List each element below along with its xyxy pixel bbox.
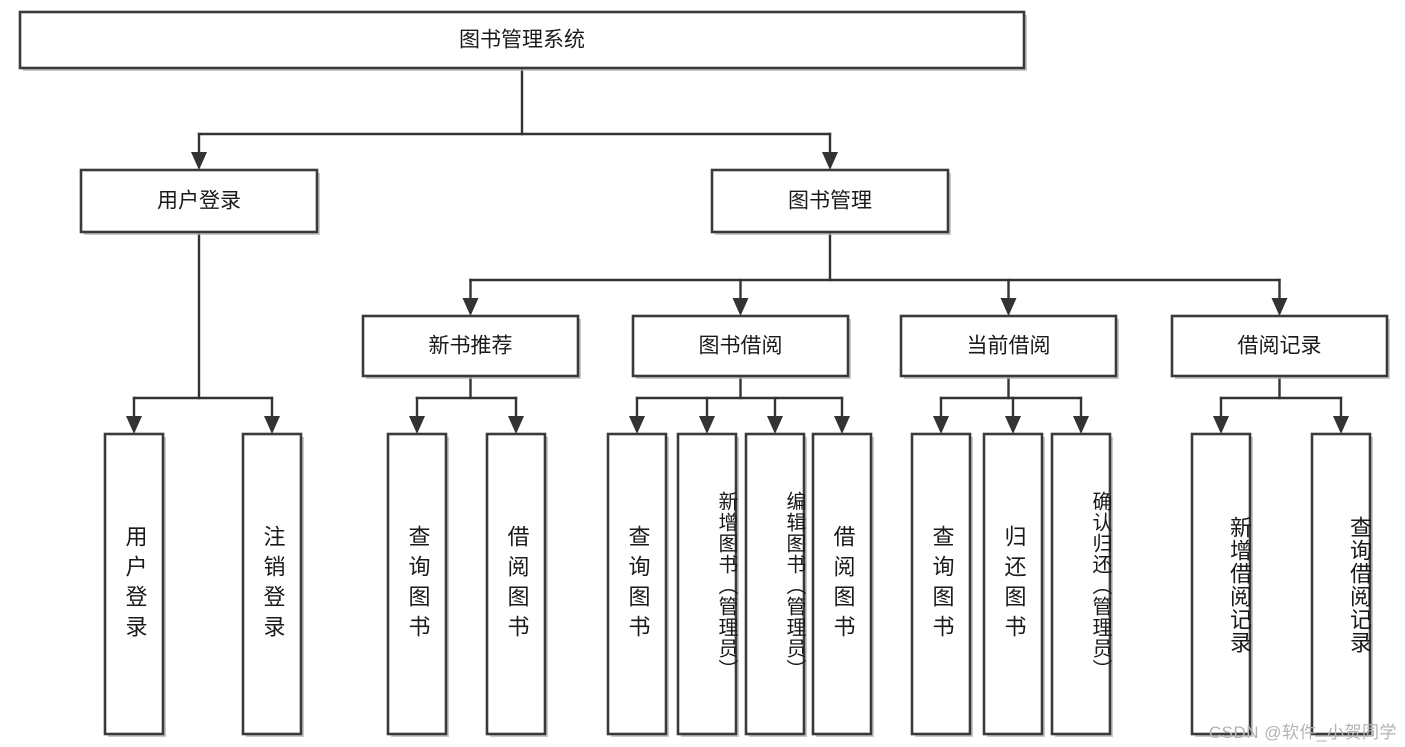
watermark-credit: CSDN @软件_小贺同学 — [1208, 723, 1397, 742]
node-box-borrow[interactable] — [631, 314, 850, 378]
arrow-head-icon — [629, 416, 645, 434]
arrow-head-icon — [1213, 416, 1229, 434]
arrow-head-icon — [1073, 416, 1089, 434]
arrow-head-icon — [933, 416, 949, 434]
node-box-current[interactable] — [899, 314, 1118, 378]
node-box-leaf-bw-borrow[interactable] — [811, 432, 873, 736]
node-label-login: 用户登录 — [157, 190, 241, 213]
arrow-head-icon — [834, 416, 850, 434]
node-box-bookmgmt[interactable] — [710, 168, 950, 234]
node-box-leaf-cur-return[interactable] — [982, 432, 1044, 736]
node-label-newbook: 新书推荐 — [429, 335, 513, 358]
node-box-leaf-rec-query[interactable] — [1310, 432, 1372, 736]
arrow-head-icon — [264, 416, 280, 434]
node-box-login[interactable] — [79, 168, 319, 234]
arrow-head-icon — [1005, 416, 1021, 434]
connectors-layer — [126, 66, 1349, 434]
arrow-head-icon — [126, 416, 142, 434]
node-box-leaf-bw-edit[interactable] — [744, 432, 806, 736]
node-label-record: 借阅记录 — [1238, 335, 1322, 358]
node-box-leaf-user-logout[interactable] — [241, 432, 303, 736]
node-box-leaf-nb-query[interactable] — [386, 432, 448, 736]
boxes-layer — [18, 10, 1390, 737]
connector-group-current — [933, 374, 1089, 434]
connector-group-borrow — [629, 374, 850, 434]
connector-group-newbook — [409, 374, 524, 434]
arrow-head-icon — [1333, 416, 1349, 434]
node-box-leaf-cur-query[interactable] — [910, 432, 972, 736]
node-box-newbook[interactable] — [361, 314, 580, 378]
node-box-leaf-bw-query[interactable] — [606, 432, 668, 736]
node-box-leaf-rec-add[interactable] — [1190, 432, 1252, 736]
node-box-leaf-user-login[interactable] — [103, 432, 165, 736]
node-box-leaf-bw-add[interactable] — [676, 432, 738, 736]
node-box-root[interactable] — [18, 10, 1026, 70]
connector-group-login — [126, 230, 280, 434]
arrow-head-icon — [1271, 298, 1288, 316]
arrow-head-icon — [508, 416, 524, 434]
arrow-head-icon — [1000, 298, 1017, 316]
node-label-root: 图书管理系统 — [459, 29, 585, 52]
node-label-borrow: 图书借阅 — [699, 335, 783, 358]
node-box-record[interactable] — [1170, 314, 1389, 378]
arrow-head-icon — [409, 416, 425, 434]
node-box-leaf-nb-borrow[interactable] — [485, 432, 547, 736]
node-label-current: 当前借阅 — [967, 335, 1051, 358]
arrow-head-icon — [822, 152, 838, 170]
arrow-head-icon — [767, 416, 783, 434]
arrow-head-icon — [462, 298, 479, 316]
node-box-leaf-cur-confirm[interactable] — [1050, 432, 1112, 736]
node-label-bookmgmt: 图书管理 — [788, 190, 872, 213]
connector-group-record — [1213, 374, 1349, 434]
connector-group-root — [191, 66, 838, 170]
arrow-head-icon — [732, 298, 749, 316]
arrow-head-icon — [699, 416, 715, 434]
arrow-head-icon — [191, 152, 207, 170]
connector-group-bookmgmt — [462, 230, 1288, 316]
